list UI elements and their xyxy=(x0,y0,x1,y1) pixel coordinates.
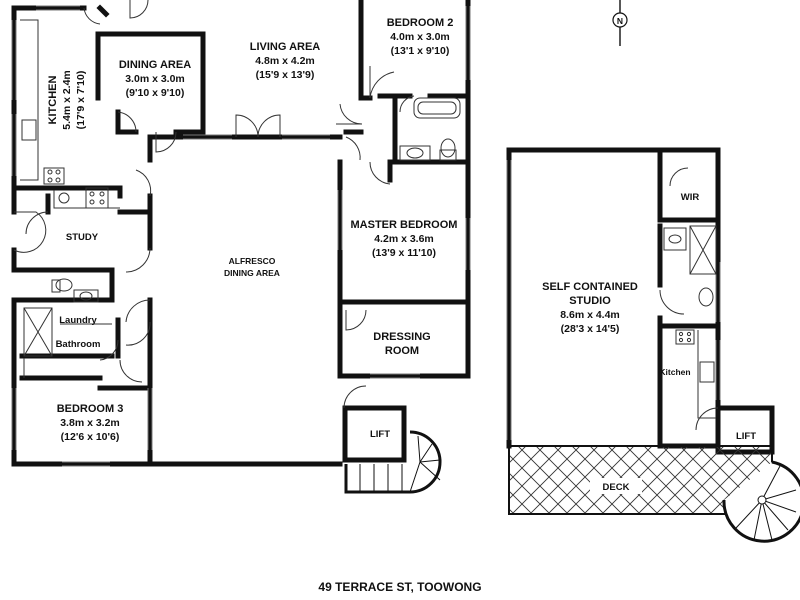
studio-windows xyxy=(506,160,721,440)
compass-icon: N xyxy=(612,0,628,46)
dining-dim-ft: (9'10 x 9'10) xyxy=(126,87,185,99)
dining-name: DINING AREA xyxy=(119,59,191,71)
studio-kitchen-name: Kitchen xyxy=(659,367,690,377)
studio-line1: SELF CONTAINED xyxy=(542,281,638,293)
master-dim-ft: (13'9 x 11'10) xyxy=(372,247,436,259)
dressing-line1: DRESSING xyxy=(373,331,430,343)
master-name: MASTER BEDROOM xyxy=(351,219,458,231)
bedroom3-name: BEDROOM 3 xyxy=(57,403,124,415)
windows xyxy=(11,5,471,467)
deck-label-bg xyxy=(590,478,642,494)
bedroom2-dim-m: 4.0m x 3.0m xyxy=(390,31,450,43)
deck-name: DECK xyxy=(603,482,630,493)
property-address: 49 TERRACE ST, TOOWONG xyxy=(318,580,482,594)
spiral-stairs-studio xyxy=(722,460,800,543)
lift1-name: LIFT xyxy=(370,429,390,440)
bedroom3-dim-m: 3.8m x 3.2m xyxy=(60,417,120,429)
kitchen-dim-m: 5.4m x 2.4m xyxy=(61,70,73,130)
bathroom-fixtures xyxy=(23,97,461,378)
lift2-name: LIFT xyxy=(736,431,756,442)
kitchen-label-group: KITCHEN 5.4m x 2.4m (17'9 x 7'10) xyxy=(47,70,87,130)
living-dim-m: 4.8m x 4.2m xyxy=(255,55,315,67)
study-name: STUDY xyxy=(66,232,99,243)
kitchen-name: KITCHEN xyxy=(47,76,59,125)
living-dim-ft: (15'9 x 13'9) xyxy=(256,69,315,81)
dressing-line2: ROOM xyxy=(385,345,419,357)
door-swings xyxy=(13,0,415,409)
studio-dim-m: 8.6m x 4.4m xyxy=(560,309,620,321)
studio-line2: STUDIO xyxy=(569,295,611,307)
studio-fixtures xyxy=(659,167,719,431)
compass-letter: N xyxy=(617,16,623,26)
kitchen-fixtures xyxy=(20,19,120,209)
wir-name: WIR xyxy=(681,192,700,203)
studio-dim-ft: (28'3 x 14'5) xyxy=(561,323,620,335)
studio-walls xyxy=(506,147,775,455)
dining-dim-m: 3.0m x 3.0m xyxy=(125,73,185,85)
bathroom-name: Bathroom xyxy=(56,339,101,350)
bedroom2-name: BEDROOM 2 xyxy=(387,17,454,29)
living-name: LIVING AREA xyxy=(250,41,321,53)
alfresco-line2: DINING AREA xyxy=(224,268,280,278)
kitchen-dim-ft: (17'9 x 7'10) xyxy=(75,71,87,130)
master-dim-m: 4.2m x 3.6m xyxy=(374,233,434,245)
spiral-stairs-main xyxy=(344,430,442,494)
bedroom2-dim-ft: (13'1 x 9'10) xyxy=(391,45,450,57)
laundry-name: Laundry xyxy=(59,315,97,326)
main-house-walls xyxy=(11,0,471,467)
bedroom3-dim-ft: (12'6 x 10'6) xyxy=(61,431,120,443)
alfresco-line1: ALFRESCO xyxy=(229,256,276,266)
